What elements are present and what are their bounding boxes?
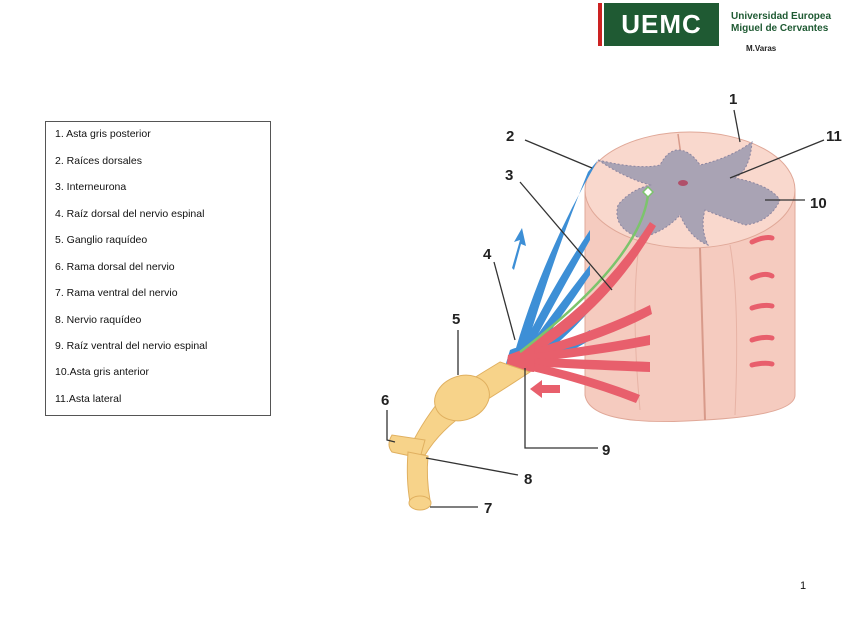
page-number: 1 bbox=[800, 580, 806, 592]
label-5: 5 bbox=[452, 311, 460, 328]
label-9: 9 bbox=[602, 442, 610, 459]
label-7: 7 bbox=[484, 500, 492, 517]
central-canal bbox=[678, 180, 688, 186]
afferent-arrow-icon bbox=[512, 228, 526, 270]
label-8: 8 bbox=[524, 471, 532, 488]
label-3: 3 bbox=[505, 167, 513, 184]
label-4: 4 bbox=[483, 246, 492, 263]
label-6: 6 bbox=[381, 392, 389, 409]
efferent-arrow-icon bbox=[530, 380, 560, 398]
label-2: 2 bbox=[506, 128, 514, 145]
label-10: 10 bbox=[810, 195, 827, 212]
label-11: 11 bbox=[826, 128, 842, 145]
label-1: 1 bbox=[729, 91, 737, 108]
spinal-nerve bbox=[389, 362, 530, 510]
